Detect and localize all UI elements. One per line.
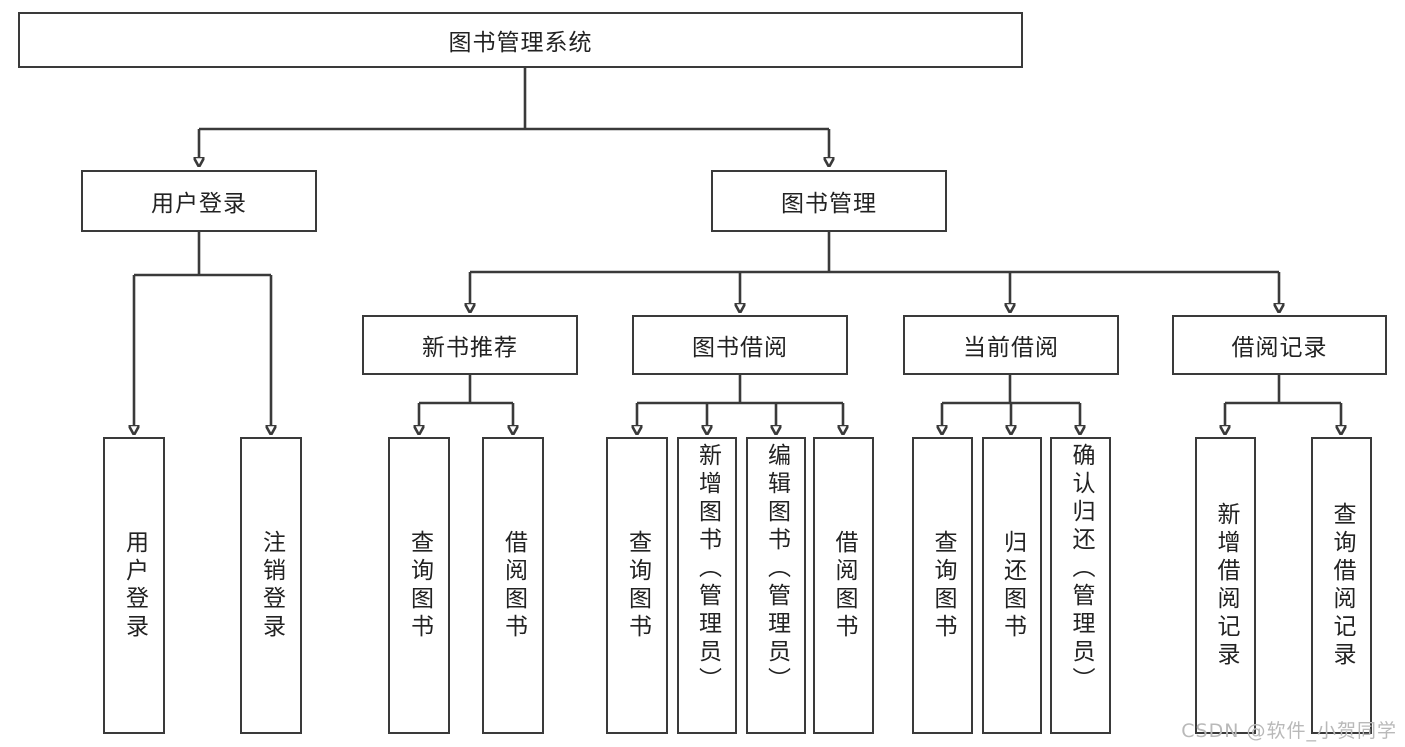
leaf-edit-book-admin[interactable]: 编辑图书（管理员） — [746, 437, 806, 734]
node-label: 编辑图书（管理员） — [763, 443, 790, 695]
node-label: 查询借阅记录 — [1329, 501, 1355, 670]
node-label: 图书借阅 — [692, 335, 788, 361]
leaf-query-book-borrow[interactable]: 查询图书 — [606, 437, 668, 734]
node-root-system[interactable]: 图书管理系统 — [18, 12, 1023, 68]
leaf-borrow-book-recommend[interactable]: 借阅图书 — [482, 437, 544, 734]
node-label: 借阅记录 — [1231, 335, 1328, 361]
watermark: CSDN @软件_小贺同学 — [1181, 720, 1397, 742]
leaf-add-borrow-record[interactable]: 新增借阅记录 — [1195, 437, 1256, 734]
leaf-logout[interactable]: 注销登录 — [240, 437, 302, 734]
node-label: 新增图书（管理员） — [694, 443, 721, 695]
node-label: 用户登录 — [151, 191, 247, 217]
node-label: 注销登录 — [258, 529, 285, 642]
node-label: 确认归还（管理员） — [1068, 443, 1094, 695]
leaf-query-book-current[interactable]: 查询图书 — [912, 437, 973, 734]
node-borrow-record[interactable]: 借阅记录 — [1172, 315, 1387, 375]
node-label: 查询图书 — [930, 529, 956, 642]
leaf-query-book-recommend[interactable]: 查询图书 — [388, 437, 450, 734]
node-label: 新增借阅记录 — [1213, 501, 1239, 670]
node-label: 归还图书 — [999, 529, 1026, 642]
node-user-login[interactable]: 用户登录 — [81, 170, 317, 232]
leaf-query-borrow-record[interactable]: 查询借阅记录 — [1311, 437, 1372, 734]
node-book-management[interactable]: 图书管理 — [711, 170, 947, 232]
node-label: 图书管理 — [781, 191, 877, 217]
leaf-confirm-return-admin[interactable]: 确认归还（管理员） — [1050, 437, 1111, 734]
leaf-return-book[interactable]: 归还图书 — [982, 437, 1042, 734]
node-new-book-recommend[interactable]: 新书推荐 — [362, 315, 578, 375]
leaf-borrow-book[interactable]: 借阅图书 — [813, 437, 874, 734]
node-label: 图书管理系统 — [448, 30, 593, 56]
node-label: 查询图书 — [624, 529, 651, 642]
node-current-borrow[interactable]: 当前借阅 — [903, 315, 1119, 375]
leaf-user-login[interactable]: 用户登录 — [103, 437, 165, 734]
node-label: 查询图书 — [406, 529, 433, 642]
node-label: 新书推荐 — [422, 335, 518, 361]
node-label: 借阅图书 — [500, 529, 527, 642]
node-book-borrow[interactable]: 图书借阅 — [632, 315, 848, 375]
leaf-add-book-admin[interactable]: 新增图书（管理员） — [677, 437, 737, 734]
node-label: 用户登录 — [121, 529, 148, 642]
node-label: 借阅图书 — [831, 529, 857, 642]
node-label: 当前借阅 — [963, 335, 1059, 361]
